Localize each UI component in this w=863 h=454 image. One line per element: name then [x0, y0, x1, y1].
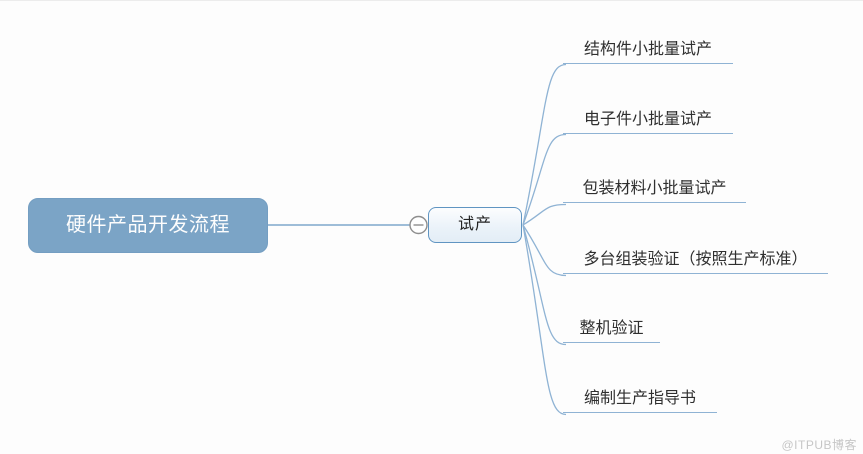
leaf-node[interactable]: 包装材料小批量试产 — [563, 176, 746, 203]
branch-node-trial-production[interactable]: 试产 — [428, 207, 522, 243]
branch-curve-4 — [522, 224, 567, 277]
branch-curve-2 — [522, 133, 567, 226]
leaf-node[interactable]: 电子件小批量试产 — [563, 107, 733, 134]
leaf-node[interactable]: 编制生产指导书 — [563, 386, 717, 413]
branch-curve-5 — [522, 224, 567, 346]
leaf-node[interactable]: 整机验证 — [563, 316, 660, 343]
leaf-node[interactable]: 多台组装验证（按照生产标准） — [563, 247, 828, 274]
watermark: @ITPUB博客 — [781, 438, 857, 452]
branch-curve-3 — [522, 203, 567, 226]
branch-curve-6 — [522, 224, 567, 416]
branch-curve-1 — [522, 63, 567, 226]
leaf-node[interactable]: 结构件小批量试产 — [563, 37, 733, 64]
collapse-icon[interactable] — [409, 215, 428, 235]
root-node[interactable]: 硬件产品开发流程 — [28, 198, 268, 253]
